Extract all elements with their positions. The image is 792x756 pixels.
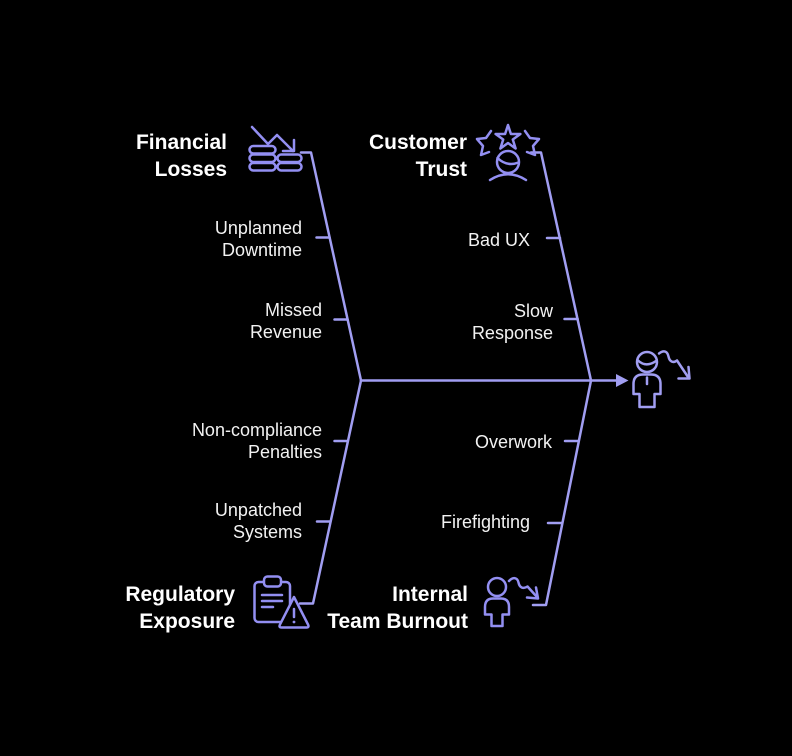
cause-label-line: Unpatched xyxy=(214,500,302,520)
category-label-line: Losses xyxy=(154,158,227,181)
impacted-user-declining-arrow-icon xyxy=(632,350,691,409)
cause-label-overwork: Overwork xyxy=(475,431,552,453)
cause-label-line: Systems xyxy=(232,522,302,542)
cause-label-unpatched-systems: Unpatched Systems xyxy=(215,499,302,543)
category-label-line: Exposure xyxy=(139,610,235,633)
category-label-internal-team-burnout: Internal Team Burnout xyxy=(327,581,468,635)
cause-label-line: Overwork xyxy=(474,432,552,452)
person-declining-arrow-icon xyxy=(483,576,540,628)
cause-label-bad-ux: Bad UX xyxy=(468,229,530,251)
cause-label-line: Penalties xyxy=(247,442,322,462)
cause-label-line: Revenue xyxy=(249,322,322,342)
cause-label-unplanned-downtime: Unplanned Downtime xyxy=(215,217,302,261)
category-label-line: Trust xyxy=(415,158,467,181)
category-label-line: Customer xyxy=(368,131,467,154)
category-label-regulatory-exposure: Regulatory Exposure xyxy=(125,581,235,635)
declining-chart-coins-icon xyxy=(248,125,303,172)
cause-label-line: Response xyxy=(471,323,553,343)
branch-financial-losses xyxy=(299,151,363,382)
cause-label-line: Firefighting xyxy=(440,512,530,532)
category-label-line: Regulatory xyxy=(125,583,235,606)
cause-label-firefighting: Firefighting xyxy=(441,511,530,533)
category-label-financial-losses: Financial Losses xyxy=(136,129,227,183)
cause-label-line: Bad UX xyxy=(467,230,530,250)
category-label-line: Internal xyxy=(392,583,468,606)
category-label-line: Financial xyxy=(135,131,227,154)
category-label-line: Team Burnout xyxy=(327,610,468,633)
cause-label-line: Downtime xyxy=(221,240,302,260)
cause-label-line: Non-compliance xyxy=(191,420,322,440)
category-label-customer-trust: Customer Trust xyxy=(369,129,467,183)
branch-regulatory-exposure xyxy=(298,379,363,605)
branch-customer-trust xyxy=(529,151,593,382)
branch-internal-team-burnout xyxy=(531,379,593,607)
cause-label-slow-response: Slow Response xyxy=(472,300,553,344)
cause-label-line: Unplanned xyxy=(214,218,302,238)
star-rating-person-icon xyxy=(475,123,541,182)
spine-arrowhead-icon xyxy=(616,374,629,387)
cause-label-missed-revenue: Missed Revenue xyxy=(250,299,322,343)
clipboard-warning-icon xyxy=(253,575,310,629)
cause-label-line: Slow xyxy=(513,301,553,321)
cause-label-line: Missed xyxy=(264,300,322,320)
cause-label-non-compliance-penalties: Non-compliance Penalties xyxy=(192,419,322,463)
